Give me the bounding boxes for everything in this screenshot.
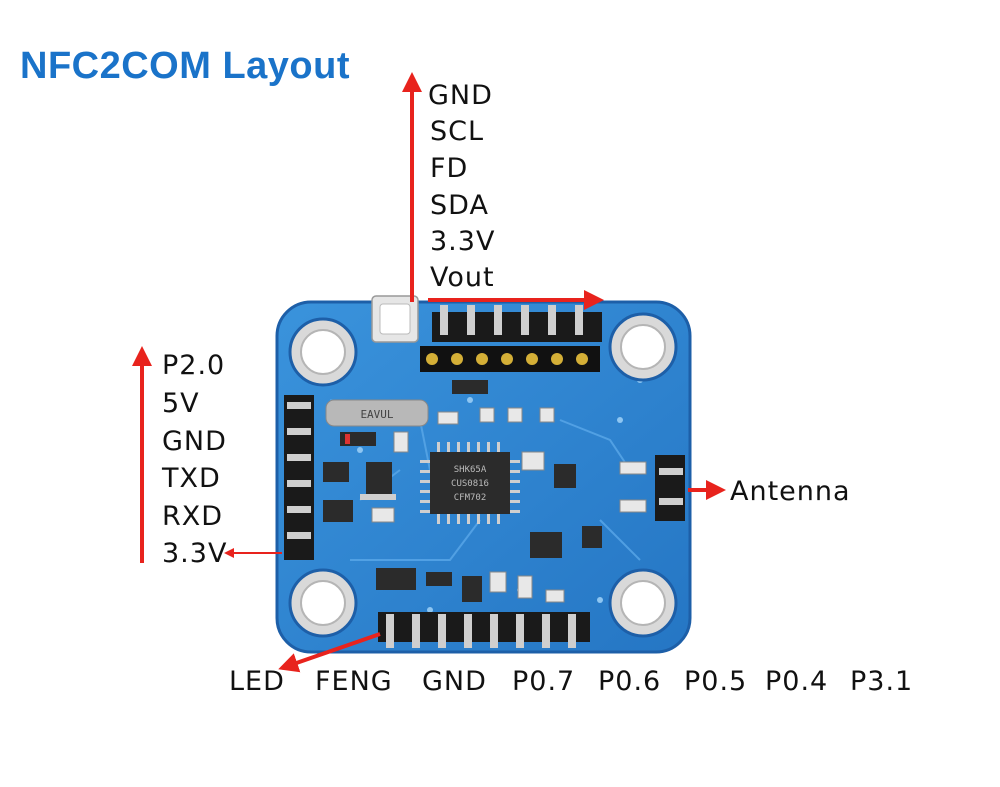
top-pin-header bbox=[420, 305, 602, 372]
bottom-pin-header bbox=[378, 612, 590, 648]
bottom-pin-label-p07: P0.7 bbox=[512, 666, 576, 697]
micro-usb-connector bbox=[371, 295, 419, 343]
antenna-label: Antenna bbox=[730, 476, 851, 507]
top-pin-label-scl: SCL bbox=[430, 116, 485, 147]
top-pin-label-vout: Vout bbox=[430, 262, 495, 293]
top-pin-label-3v3: 3.3V bbox=[430, 226, 496, 257]
crystal-oscillator: EAVUL bbox=[325, 399, 429, 427]
bottom-pin-label-p04: P0.4 bbox=[765, 666, 829, 697]
ic-marking-2: CUS0816 bbox=[451, 479, 489, 489]
mounting-hole-top-left bbox=[288, 317, 358, 387]
left-pin-label-txd: TXD bbox=[162, 463, 221, 494]
ic-marking-1: SHK65A bbox=[454, 465, 487, 475]
mounting-hole-bottom-right bbox=[608, 568, 678, 638]
ic-marking-3: CFM702 bbox=[454, 493, 487, 503]
bottom-pin-label-p06: P0.6 bbox=[598, 666, 662, 697]
left-pin-header bbox=[284, 395, 314, 560]
mounting-hole-top-right bbox=[608, 312, 678, 382]
left-pin-label-p20: P2.0 bbox=[162, 350, 226, 381]
arrow-bottom-header bbox=[278, 632, 381, 673]
main-ic-chip: SHK65A CUS0816 CFM702 bbox=[420, 442, 520, 524]
left-pin-label-rxd: RXD bbox=[162, 501, 224, 532]
bottom-pin-label-gnd: GND bbox=[422, 666, 487, 697]
smd-components bbox=[323, 380, 647, 603]
bottom-pin-label-feng: FENG bbox=[315, 666, 393, 697]
bottom-pin-label-p05: P0.5 bbox=[684, 666, 748, 697]
left-pin-label-gnd: GND bbox=[162, 426, 227, 457]
crystal-marking: EAVUL bbox=[360, 408, 393, 421]
bottom-pin-label-p31: P3.1 bbox=[850, 666, 914, 697]
top-pin-label-fd: FD bbox=[430, 153, 469, 184]
top-pin-label-sda: SDA bbox=[430, 190, 489, 221]
bottom-pin-label-led: LED bbox=[229, 666, 285, 697]
diagram-title: NFC2COM Layout bbox=[20, 45, 350, 87]
mounting-hole-bottom-left bbox=[288, 568, 358, 638]
antenna-connector bbox=[655, 455, 685, 521]
left-pin-label-3v3: 3.3V bbox=[162, 538, 228, 569]
top-pin-label-gnd: GND bbox=[428, 80, 493, 111]
left-pin-label-5v: 5V bbox=[162, 388, 200, 419]
